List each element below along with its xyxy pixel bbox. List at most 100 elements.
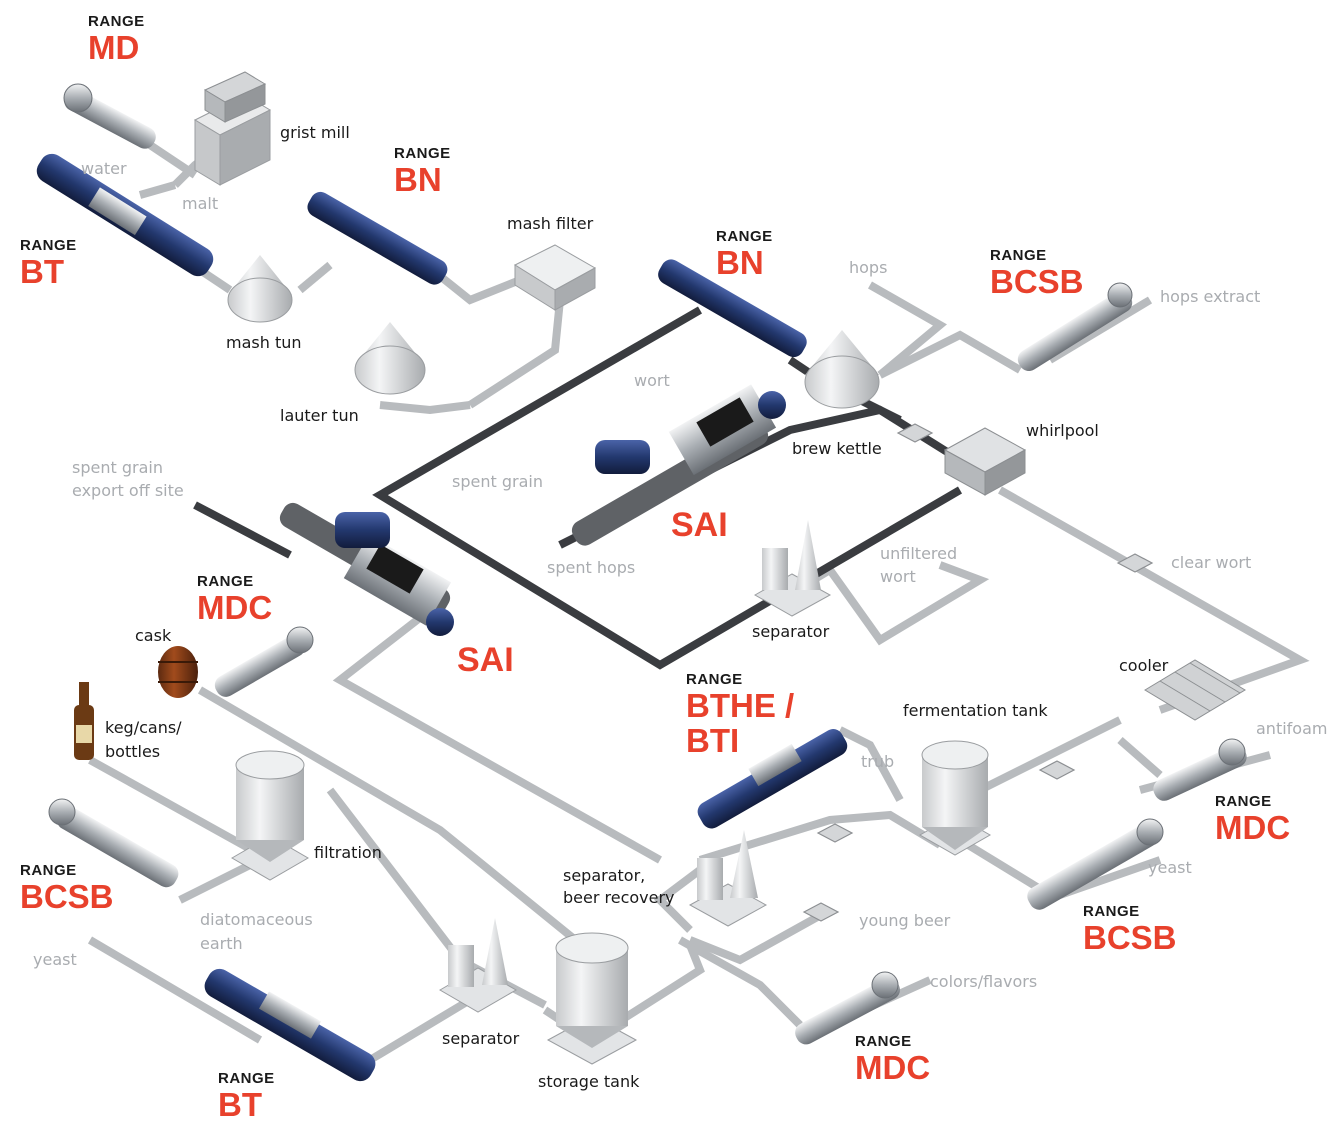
storage-tank-vessel — [546, 932, 638, 1065]
range-code: BN — [394, 161, 442, 198]
range-code: BCSB — [1083, 919, 1177, 956]
label-fermentation-tank: fermentation tank — [903, 701, 1048, 720]
cask-barrel — [158, 646, 198, 698]
flow-spent-grain-export-line1: spent grain — [72, 458, 163, 477]
label-keg-line1: keg/cans/ — [105, 718, 182, 737]
pump-bcsb-right — [1027, 818, 1164, 910]
range-bcsb-left: RANGE BCSB — [20, 863, 114, 913]
range-code: BCSB — [990, 263, 1084, 300]
flow-trub: trub — [861, 752, 895, 771]
label-mash-tun: mash tun — [226, 333, 302, 352]
label-cask: cask — [135, 626, 172, 645]
pump-bt-bottom — [204, 968, 376, 1082]
range-code: BT — [218, 1086, 262, 1123]
label-whirlpool: whirlpool — [1026, 421, 1099, 440]
label-separator-bottom: separator — [442, 1029, 520, 1048]
pump-md — [63, 83, 156, 149]
flow-wort: wort — [634, 371, 670, 390]
pump-bn-mid — [658, 259, 807, 358]
range-bn-top: RANGE BN — [394, 146, 451, 196]
separator-mid — [753, 520, 832, 617]
flow-spent-hops: spent hops — [547, 558, 636, 577]
range-word: RANGE — [218, 1070, 275, 1087]
pump-bcsb-left — [48, 798, 179, 888]
fermentation-tank-vessel — [918, 740, 992, 856]
range-word: RANGE — [88, 13, 145, 30]
range-word: RANGE — [855, 1033, 912, 1050]
label-separator-beer-line2: beer recovery — [563, 888, 675, 907]
filtration-vessel — [231, 750, 309, 881]
flow-young-beer: young beer — [859, 911, 951, 930]
range-bcsb-right: RANGE BCSB — [1083, 904, 1177, 954]
range-code: BN — [716, 244, 764, 281]
flow-clear-wort: clear wort — [1171, 553, 1252, 572]
flow-diatomaceous-line1: diatomaceous — [200, 910, 313, 929]
sai-label-left: SAI — [457, 641, 514, 679]
lauter-tun-vessel — [354, 322, 426, 395]
range-md: RANGE MD — [88, 14, 145, 64]
range-bt-top: RANGE BT — [20, 238, 77, 288]
label-storage-tank: storage tank — [538, 1072, 640, 1091]
brew-kettle-vessel — [804, 330, 880, 409]
range-word: RANGE — [20, 862, 77, 879]
flow-hops-extract: hops extract — [1160, 287, 1261, 306]
whirlpool-box — [943, 427, 1027, 496]
label-filtration: filtration — [314, 843, 382, 862]
pump-bt-top — [36, 153, 214, 277]
label-mash-filter: mash filter — [507, 214, 594, 233]
label-brew-kettle: brew kettle — [792, 439, 882, 458]
range-word: RANGE — [20, 237, 77, 254]
range-bthe: RANGE BTHE / BTI — [686, 672, 794, 757]
range-code: MDC — [855, 1049, 931, 1086]
pump-bn-top — [307, 191, 448, 285]
range-word: RANGE — [197, 573, 254, 590]
flow-yeast-right: yeast — [1148, 858, 1192, 877]
pump-bcsb-top — [1017, 282, 1133, 371]
range-code: BTI — [686, 722, 740, 759]
flow-unfiltered-line1: unfiltered — [880, 544, 958, 563]
flow-unfiltered-line2: wort — [880, 567, 916, 586]
mash-tun-vessel — [227, 255, 293, 323]
range-word: RANGE — [1215, 793, 1272, 810]
pump-mdc-bottom — [795, 971, 900, 1045]
pump-bthe — [697, 729, 848, 829]
sai-pump-left — [279, 502, 454, 636]
range-mdc-bottom: RANGE MDC — [855, 1034, 930, 1084]
range-word: RANGE — [394, 145, 451, 162]
pump-mdc-left — [214, 626, 314, 697]
range-bcsb-top: RANGE BCSB — [990, 248, 1084, 298]
range-word: RANGE — [990, 247, 1047, 264]
range-code: BCSB — [20, 878, 114, 915]
label-keg-line2: bottles — [105, 742, 161, 761]
grist-mill — [193, 71, 272, 186]
valves — [802, 423, 1154, 922]
label-separator-mid: separator — [752, 622, 830, 641]
flow-diatomaceous-line2: earth — [200, 934, 243, 953]
range-word: RANGE — [716, 228, 773, 245]
range-word: RANGE — [686, 671, 743, 688]
range-word: RANGE — [1083, 903, 1140, 920]
flow-hops: hops — [849, 258, 888, 277]
bottle — [74, 682, 94, 760]
flow-antifoam: antifoam — [1256, 719, 1328, 738]
flow-spent-grain: spent grain — [452, 472, 543, 491]
range-code: BTHE / — [686, 687, 795, 724]
range-mdc-right: RANGE MDC — [1215, 794, 1290, 844]
sai-label-top: SAI — [671, 506, 728, 544]
separator-bottom — [439, 918, 517, 1013]
label-cooler: cooler — [1119, 656, 1169, 675]
label-separator-beer-line1: separator, — [563, 866, 646, 885]
sai-pump-top — [571, 384, 786, 546]
range-code: BT — [20, 253, 64, 290]
range-code: MDC — [197, 589, 273, 626]
pump-mdc-right — [1153, 738, 1247, 801]
range-mdc-left: RANGE MDC — [197, 574, 272, 624]
separator-beer — [688, 830, 768, 927]
range-code: MDC — [1215, 809, 1291, 846]
mash-filter-box — [513, 244, 597, 311]
range-bt-bottom: RANGE BT — [218, 1071, 275, 1121]
label-lauter-tun: lauter tun — [280, 406, 359, 425]
range-code: MD — [88, 29, 140, 66]
flow-colors-flavors: colors/flavors — [930, 972, 1038, 991]
